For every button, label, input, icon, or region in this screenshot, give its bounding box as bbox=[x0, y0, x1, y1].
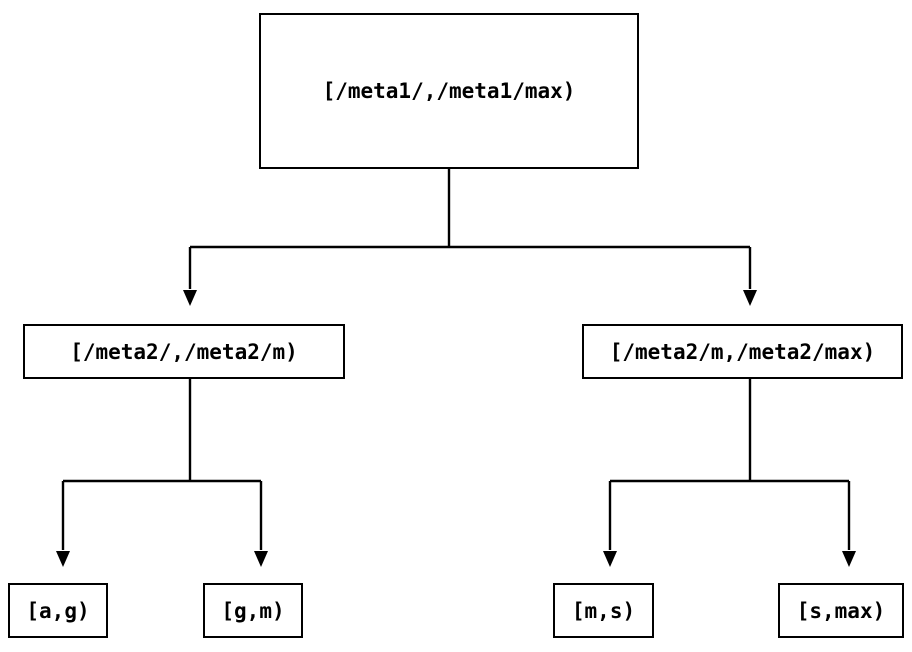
tree-node-leaf-smax: [s,max) bbox=[778, 583, 904, 638]
tree-node-leaf-ms: [m,s) bbox=[553, 583, 654, 638]
tree-node-leaf-ms-label: [m,s) bbox=[571, 598, 636, 623]
tree-node-root: [/meta1/,/meta1/max) bbox=[259, 13, 639, 169]
connector-right-children bbox=[603, 379, 856, 567]
connector-left-children bbox=[56, 379, 268, 567]
tree-node-leaf-ag: [a,g) bbox=[8, 583, 108, 638]
arrowhead-down-icon bbox=[254, 551, 268, 567]
tree-node-root-label: [/meta1/,/meta1/max) bbox=[322, 79, 576, 103]
tree-node-leaf-ag-label: [a,g) bbox=[26, 598, 90, 623]
tree-node-right-label: [/meta2/m,/meta2/max) bbox=[609, 339, 876, 364]
tree-node-leaf-gm: [g,m) bbox=[203, 583, 303, 638]
arrowhead-down-icon bbox=[56, 551, 70, 567]
tree-node-left: [/meta2/,/meta2/m) bbox=[23, 324, 345, 379]
arrowhead-down-icon bbox=[183, 290, 197, 306]
arrowhead-down-icon bbox=[842, 551, 856, 567]
connector-root-children bbox=[183, 169, 757, 306]
tree-node-left-label: [/meta2/,/meta2/m) bbox=[70, 339, 298, 364]
tree-node-leaf-smax-label: [s,max) bbox=[796, 598, 886, 623]
tree-node-right: [/meta2/m,/meta2/max) bbox=[582, 324, 903, 379]
arrowhead-down-icon bbox=[603, 551, 617, 567]
tree-node-leaf-gm-label: [g,m) bbox=[221, 598, 285, 623]
arrowhead-down-icon bbox=[743, 290, 757, 306]
